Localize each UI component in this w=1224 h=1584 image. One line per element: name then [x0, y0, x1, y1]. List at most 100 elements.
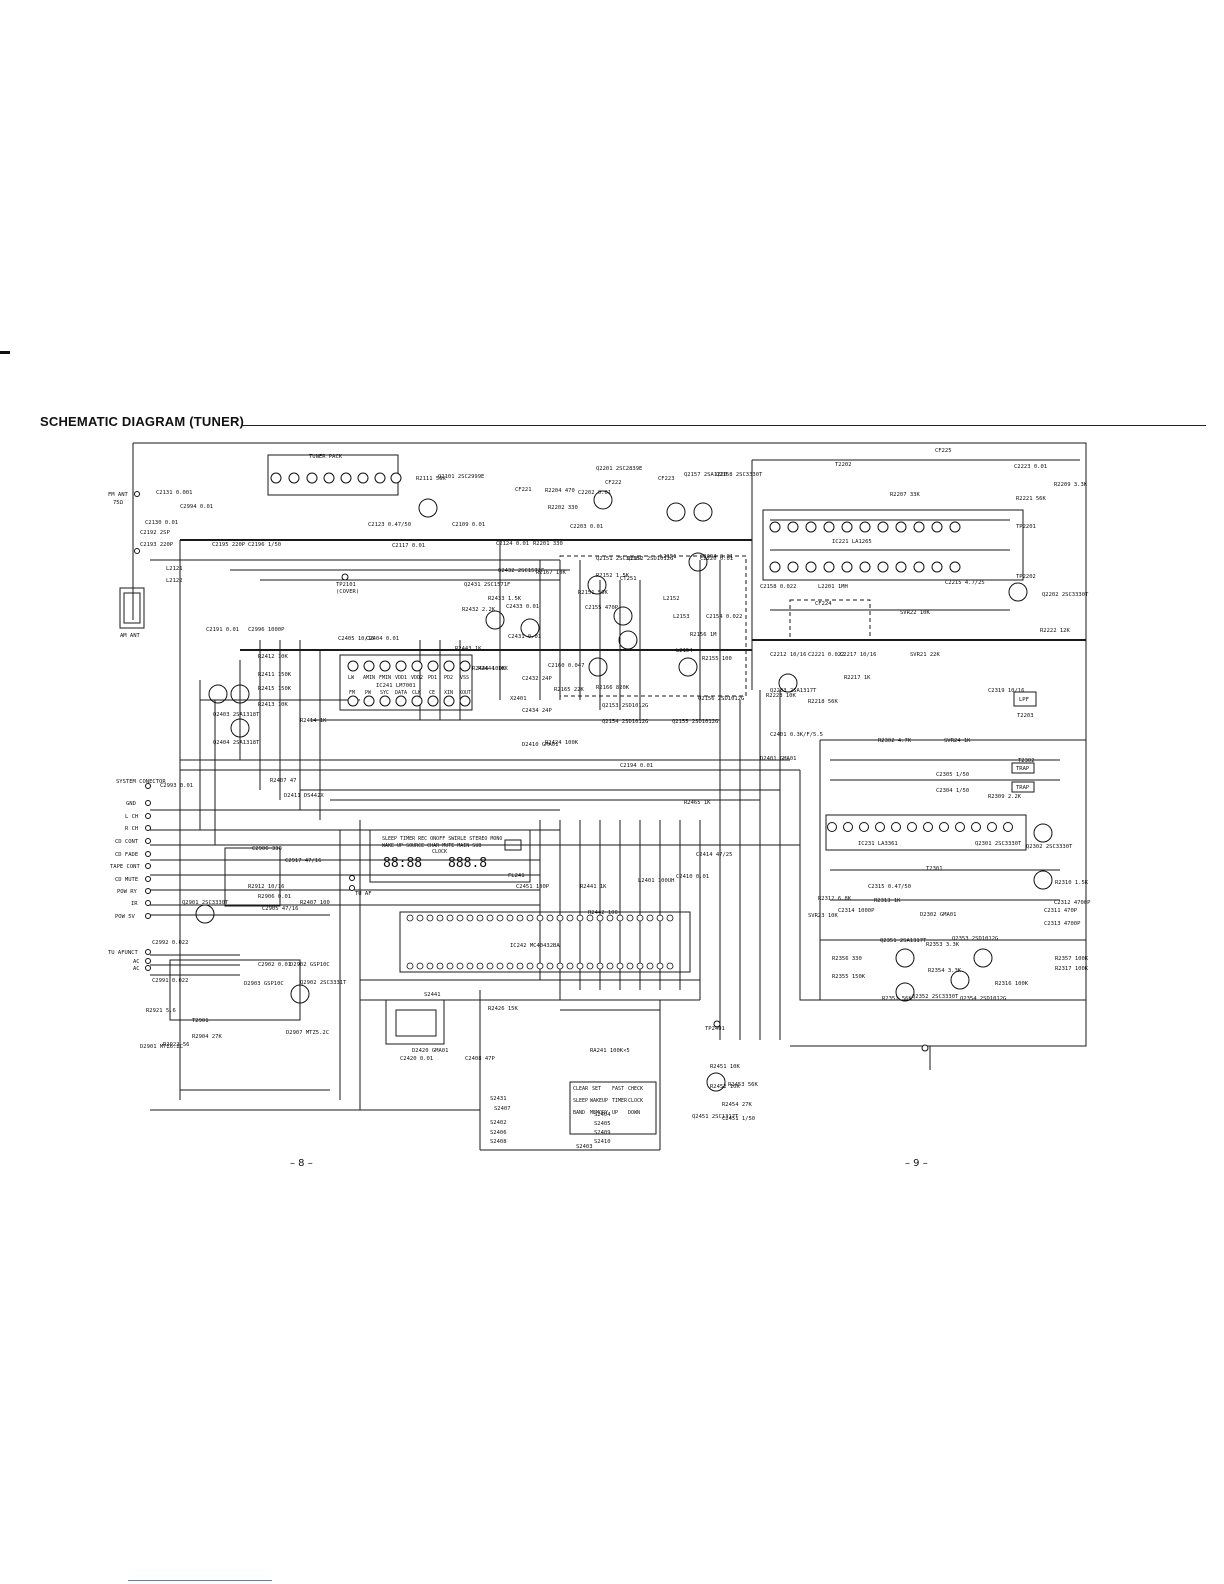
- transistor-label: Q2432 2SC1571F: [498, 568, 544, 574]
- component-label: C2313 4700P: [1044, 921, 1081, 927]
- connector-label: CD FADE: [115, 852, 138, 858]
- connector-label: IR: [131, 901, 138, 907]
- ic241-pins: [347, 660, 471, 707]
- component-label: R2316 100K: [995, 981, 1029, 987]
- component-label: C2991 0.022: [152, 978, 188, 984]
- tp2401-label: TP2401: [705, 1026, 725, 1032]
- transistor-label: Q2201 2SC2839E: [596, 466, 642, 472]
- component-label: C2433 0.01: [506, 604, 539, 610]
- connector-label: AC: [133, 959, 140, 965]
- component-label: L2122: [166, 578, 183, 584]
- component-label: C2217 10/16: [840, 652, 876, 658]
- component-label: R2202 330: [548, 505, 578, 511]
- component-label: L2121: [166, 566, 183, 572]
- display-indicator-row: WAKE UP SOURCE CHAR MUTE MAIN SUB: [382, 843, 481, 849]
- component-labels: R2111 56K C2131 0.001 C2130 0.01 C2192 2…: [140, 464, 1091, 1150]
- connector-label: CD CONT: [115, 839, 139, 845]
- component-label: L2153: [673, 614, 690, 620]
- ic242-label: IC242 MC40432BA: [510, 943, 560, 949]
- component-label: TP2201: [1016, 524, 1036, 530]
- component-label: R2454 27K: [722, 1102, 752, 1108]
- component-label: R2222 12K: [1040, 628, 1070, 634]
- transistor-label: Q2431 2SC1571F: [464, 582, 510, 588]
- display-digits-left: 88:88: [383, 856, 422, 871]
- component-label: S2402: [490, 1120, 507, 1126]
- ic-pin-label: FMIN: [379, 675, 391, 681]
- title-rule: [241, 425, 1206, 426]
- component-label: D2902 GSP10C: [290, 962, 330, 968]
- tu-af-label: TU AF: [355, 891, 372, 897]
- component-label: R2166 820K: [596, 685, 630, 691]
- cf221-label: CF221: [515, 487, 532, 493]
- component-label: R2223 10K: [766, 693, 796, 699]
- component-label: C2123 0.47/50: [368, 522, 411, 528]
- component-label: D2401 GMA01: [760, 756, 796, 762]
- transistor-label: Q2101 2SC2999E: [438, 474, 484, 480]
- key-label: DOWN: [628, 1110, 640, 1116]
- component-label: C2304 1/50: [936, 788, 969, 794]
- ic221-label: IC221 LA1265: [832, 539, 872, 545]
- component-label: S2403: [576, 1144, 593, 1150]
- component-label: T2301: [926, 866, 943, 872]
- component-label: R2411 150K: [258, 672, 292, 678]
- component-label: R2313 1K: [874, 898, 901, 904]
- component-label: D2302 GMA01: [920, 912, 956, 918]
- t2202-label: T2202: [835, 462, 852, 468]
- component-label: C2215 4.7/25: [945, 580, 985, 586]
- key-label: UP: [612, 1110, 618, 1116]
- ic-pin-label: VDD2: [411, 675, 423, 681]
- component-label: R2156 1M: [690, 632, 717, 638]
- component-label: S2405: [594, 1121, 611, 1127]
- page-number-left: – 8 –: [290, 1158, 313, 1169]
- component-label: R2906 0.01: [258, 894, 291, 900]
- component-label: T2302: [1018, 758, 1035, 764]
- ic-pin-label: PD1: [428, 675, 437, 681]
- component-label: R2452 10K: [710, 1084, 740, 1090]
- component-label: C2420 0.01: [400, 1056, 433, 1062]
- component-label: R2442 100: [588, 910, 618, 916]
- component-label: R2309 2.2K: [988, 794, 1022, 800]
- component-label: C2311 470P: [1044, 908, 1078, 914]
- component-label: R2207 33K: [890, 492, 920, 498]
- component-label: C2305 1/50: [936, 772, 969, 778]
- component-label: R2415 150K: [258, 686, 292, 692]
- component-label: TP2202: [1016, 574, 1036, 580]
- connector-label: L CH: [125, 814, 138, 820]
- transistor-label: Q2354 2SD1012G: [960, 996, 1006, 1002]
- component-label: L2201 1MH: [818, 584, 848, 590]
- component-label: R2424 100K: [545, 740, 579, 746]
- display-indicator-row: CLOCK: [432, 849, 447, 855]
- component-label: C2131 0.001: [156, 490, 192, 496]
- component-label: C2221 0.022: [808, 652, 844, 658]
- t2203-label: T2203: [1017, 713, 1034, 719]
- component-label: C2917 47/16: [285, 858, 321, 864]
- component-label: C2220 0.01: [700, 556, 733, 562]
- component-label: R2312 6.8K: [818, 896, 852, 902]
- component-label: C2204 0.01: [700, 554, 733, 560]
- transistor-label: Q2154 2SD1012G: [602, 719, 648, 725]
- trap1-label: TRAP: [1016, 766, 1030, 772]
- transistor-label: Q2155 2SD1012G: [672, 719, 718, 725]
- key-label: WAKEUP: [590, 1098, 608, 1104]
- connector-label: CD MUTE: [115, 877, 138, 883]
- component-label: R2407 100: [300, 900, 330, 906]
- component-label: C2902 0.01: [258, 962, 291, 968]
- component-label: R2151 56K: [578, 590, 608, 596]
- wiring: [132, 442, 1087, 1151]
- connector-label: POW RY: [117, 889, 138, 895]
- s2441-label: S2441: [424, 992, 441, 998]
- component-label: C2992 0.022: [152, 940, 188, 946]
- page-number-right: – 9 –: [905, 1158, 928, 1169]
- ic-pin-label: CE: [429, 690, 435, 696]
- component-label: C2994 0.01: [180, 504, 213, 510]
- am-ant-label: AM ANT: [120, 633, 141, 639]
- transistor-label: Q2152 2SD1012G: [627, 556, 673, 562]
- component-label: R2413 10K: [258, 702, 288, 708]
- component-label: C2405 10/16: [338, 636, 374, 642]
- cf222-label: CF222: [605, 480, 622, 486]
- component-label: C2414 47/25: [696, 852, 732, 858]
- component-label: SVR24 1K: [944, 738, 971, 744]
- component-label: R2444 10K: [478, 666, 508, 672]
- component-label: R2155 100: [702, 656, 732, 662]
- display-indicator-row: SLEEP TIMER REC ONOFF SWIRLE STEREO MONO: [382, 836, 502, 842]
